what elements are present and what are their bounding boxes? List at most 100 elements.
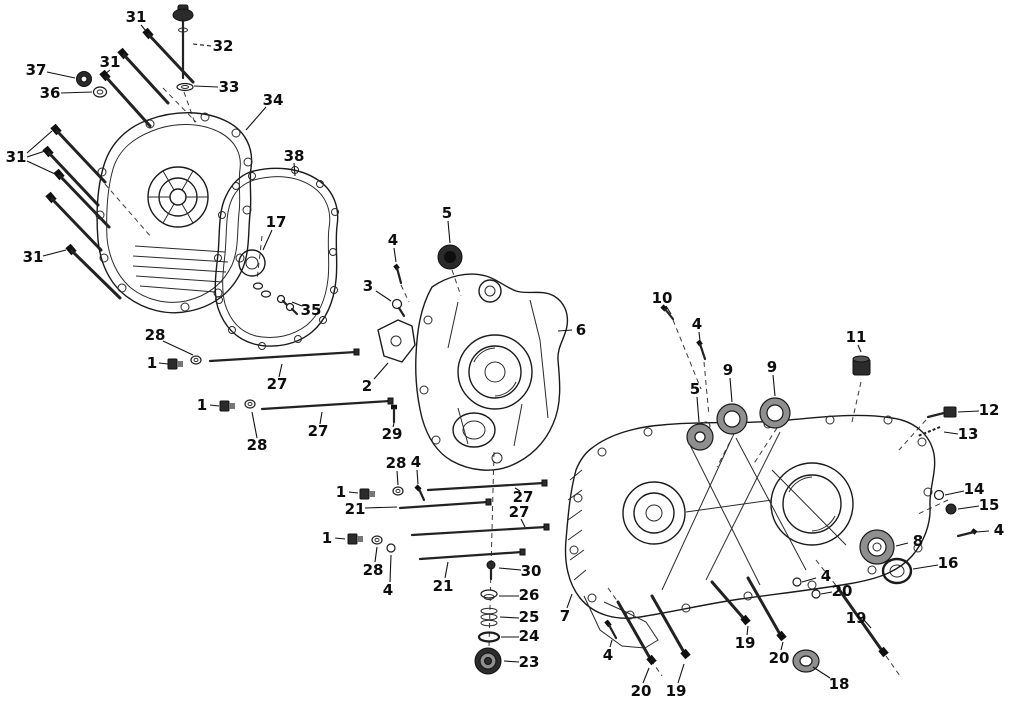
callout-label-32: 32: [213, 37, 234, 55]
callout-label-34: 34: [263, 91, 284, 109]
callout-leader-1: [209, 404, 220, 407]
callout-label-4: 4: [388, 231, 398, 249]
callout-leader-31: [26, 150, 46, 158]
callout-leader-31: [26, 160, 56, 175]
callout-label-21: 21: [345, 500, 366, 518]
callout-label-4: 4: [603, 646, 613, 664]
oil-dipstick: [172, 4, 194, 92]
callout-label-30: 30: [521, 562, 542, 580]
oil-valve-stack: [474, 560, 502, 675]
callout-leader-31: [104, 69, 111, 75]
callout-label-28: 28: [386, 454, 407, 472]
callout-label-31: 31: [126, 8, 147, 26]
callout-label-19: 19: [846, 609, 867, 627]
callout-leader-27: [520, 518, 526, 528]
bolt-29: [391, 404, 397, 424]
callout-leader-34: [245, 106, 267, 131]
callout-leader-19: [677, 663, 685, 684]
callout-label-31: 31: [23, 248, 44, 266]
callout-label-19: 19: [666, 682, 687, 700]
callout-leader-15: [957, 505, 980, 510]
bolt-10: [660, 304, 675, 321]
oil-seal-16: [881, 557, 913, 585]
callout-leader-5: [447, 220, 451, 244]
callout-leader-1: [158, 362, 169, 365]
oil-seal-18: [792, 649, 820, 673]
plugs-washers-studs: [167, 348, 550, 561]
callout-label-6: 6: [576, 321, 586, 339]
callout-leader-5: [696, 396, 700, 423]
bearing-8: [859, 529, 895, 565]
callout-leader-28: [396, 470, 399, 486]
callout-leader-10: [665, 305, 672, 315]
callout-label-21: 21: [433, 577, 454, 595]
callout-label-23: 23: [519, 653, 540, 671]
callout-label-4: 4: [383, 581, 393, 599]
callout-leader-27: [514, 487, 521, 492]
callout-leader-13: [943, 431, 959, 435]
washers-17: [252, 282, 272, 298]
washer-33: [176, 82, 194, 92]
callout-leader-3: [375, 290, 392, 302]
o-ring-24: [477, 631, 501, 643]
callout-label-33: 33: [219, 78, 240, 96]
callout-label-20: 20: [631, 682, 652, 700]
bolt-12: [926, 406, 957, 419]
bolt-4-right: [696, 339, 707, 361]
callout-label-38: 38: [284, 147, 305, 165]
screws-35: [276, 294, 299, 316]
callout-leader-6: [557, 329, 573, 332]
bracket-2: [377, 319, 416, 363]
callout-label-8: 8: [913, 532, 923, 550]
callout-leader-4: [698, 331, 701, 342]
callout-leader-21: [364, 506, 398, 509]
callout-label-36: 36: [40, 84, 61, 102]
callout-label-1: 1: [197, 396, 207, 414]
callout-label-35: 35: [301, 301, 322, 319]
callout-label-3: 3: [363, 277, 373, 295]
callout-label-14: 14: [964, 480, 985, 498]
callout-leader-28: [251, 411, 258, 439]
callout-leader-37: [46, 71, 76, 79]
cover-boss-17: [238, 249, 266, 277]
callout-label-37: 37: [26, 61, 47, 79]
callout-leader-1: [334, 537, 346, 540]
callout-leader-27: [319, 411, 323, 425]
callout-leader-7: [566, 593, 573, 609]
bearing-9b: [759, 397, 791, 429]
bolt-4-top: [393, 263, 403, 285]
callout-label-9: 9: [723, 361, 733, 379]
callout-leader-4: [393, 247, 397, 263]
spring-25: [480, 607, 498, 627]
callout-label-5: 5: [442, 204, 452, 222]
callout-label-13: 13: [958, 425, 979, 443]
callout-leader-27: [278, 363, 283, 378]
callout-label-31: 31: [6, 148, 27, 166]
callout-label-4: 4: [411, 453, 421, 471]
callout-leader-32: [192, 43, 212, 47]
callout-label-18: 18: [829, 675, 850, 693]
callout-label-2: 2: [362, 377, 372, 395]
bottom-bolts: [604, 576, 889, 666]
callout-leader-25: [499, 616, 520, 619]
washer-14: [933, 489, 945, 501]
bearing-23: [474, 647, 502, 675]
callout-label-15: 15: [979, 496, 1000, 514]
callout-leader-31: [26, 130, 53, 154]
callout-leader-38: [293, 162, 296, 177]
callout-leader-14: [944, 490, 965, 496]
left-crankcase-cover: [95, 112, 266, 314]
callout-label-28: 28: [145, 326, 166, 344]
stud-13: [917, 426, 941, 437]
nut-15: [945, 503, 957, 515]
valve-30: [486, 560, 496, 570]
callout-label-25: 25: [519, 608, 540, 626]
bolt-4-far-right: [956, 528, 978, 538]
callout-leader-4: [416, 469, 419, 485]
callout-leader-4: [389, 554, 392, 583]
callout-label-31: 31: [100, 53, 121, 71]
callout-leader-11: [857, 344, 862, 353]
